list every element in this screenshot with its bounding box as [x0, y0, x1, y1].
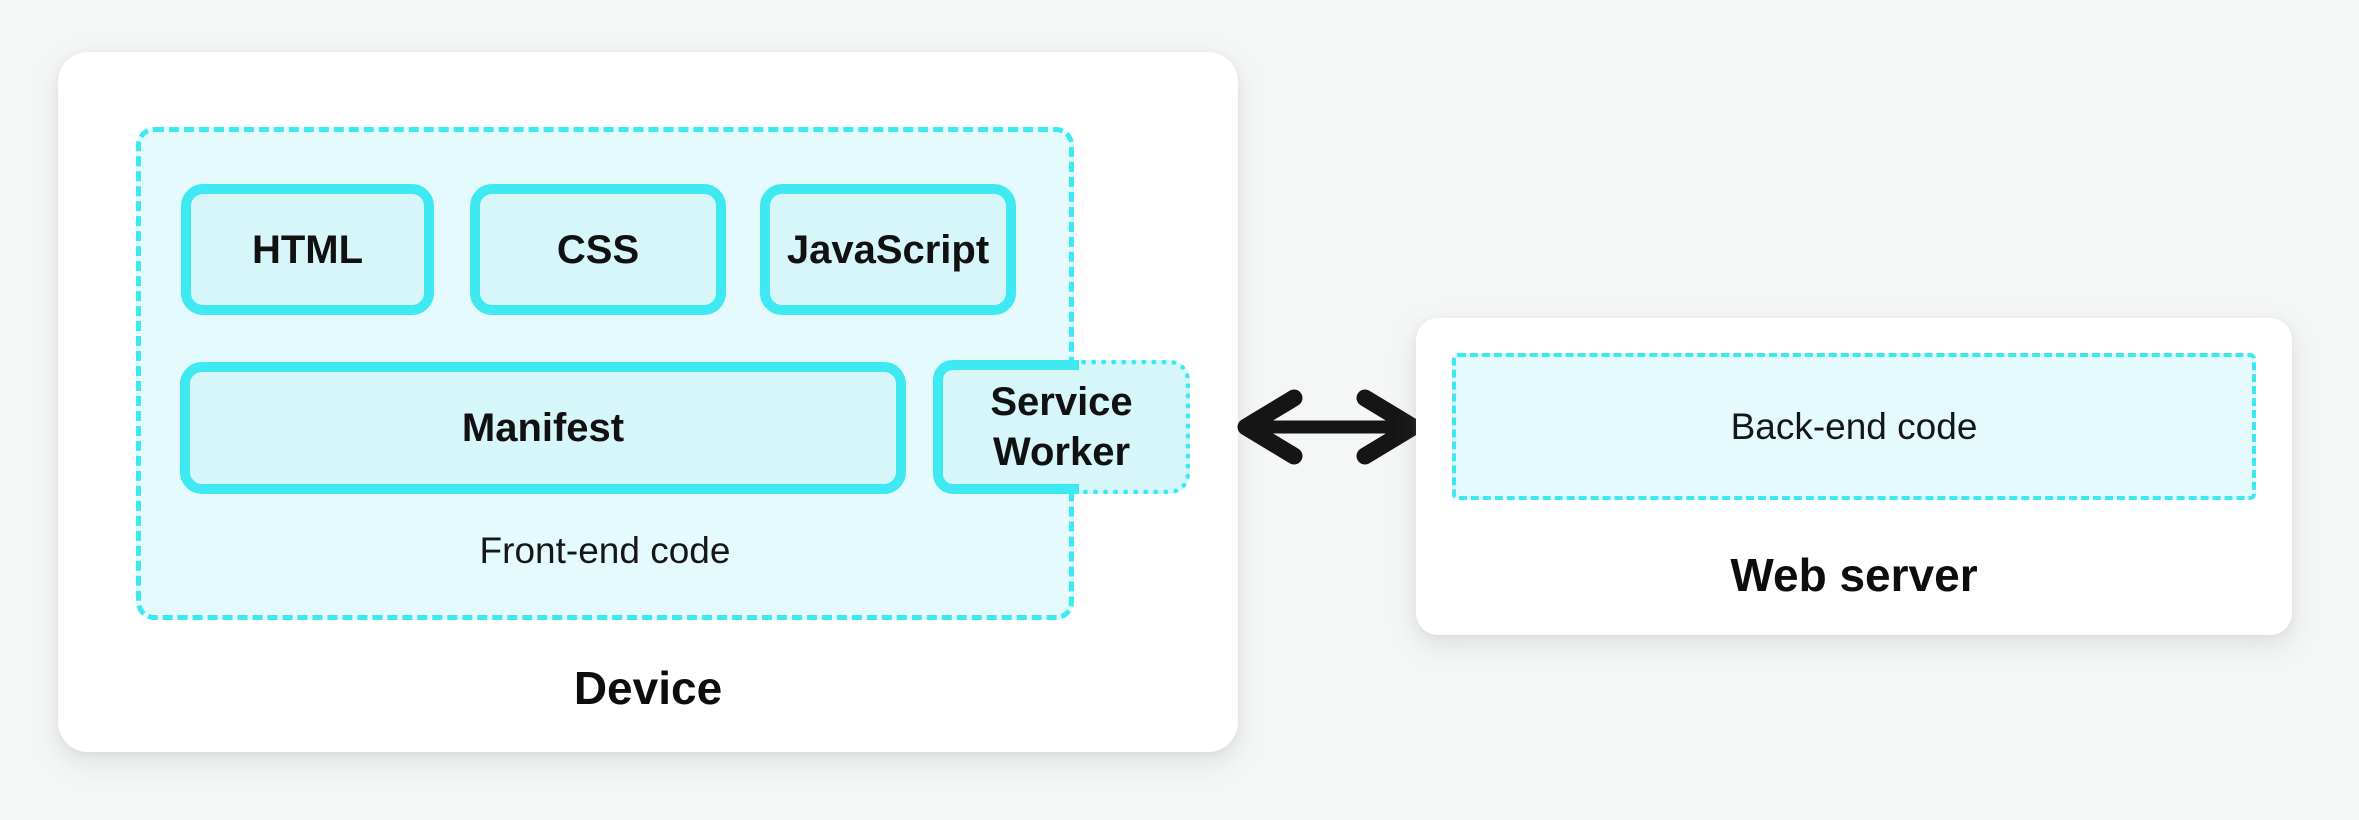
device-card-title: Device [573, 662, 723, 714]
frontend-group-label: Front-end code [479, 530, 731, 571]
frontend-code-group: HTML CSS JavaScript Manifest Service Wor… [136, 127, 1190, 620]
web-server-card-title: Web server [1730, 549, 1978, 601]
device-card: HTML CSS JavaScript Manifest Service Wor… [58, 52, 1238, 752]
css-node-label: CSS [556, 227, 640, 272]
service-worker-node-label: Service Worker [990, 380, 1133, 474]
manifest-node-label: Manifest [461, 406, 625, 450]
html-node: HTML [181, 184, 434, 315]
backend-code-label: Back-end code [1730, 405, 1978, 447]
service-worker-node: Service Worker [933, 360, 1190, 494]
html-node-label: HTML [251, 227, 364, 272]
bidirectional-arrow-icon [1237, 389, 1422, 465]
web-server-card: Back-end code Web server [1416, 318, 2292, 635]
css-node: CSS [470, 184, 726, 315]
backend-code-box: Back-end code [1452, 353, 2256, 500]
manifest-node: Manifest [180, 362, 906, 494]
javascript-node-label: JavaScript [786, 227, 990, 272]
javascript-node: JavaScript [760, 184, 1016, 315]
